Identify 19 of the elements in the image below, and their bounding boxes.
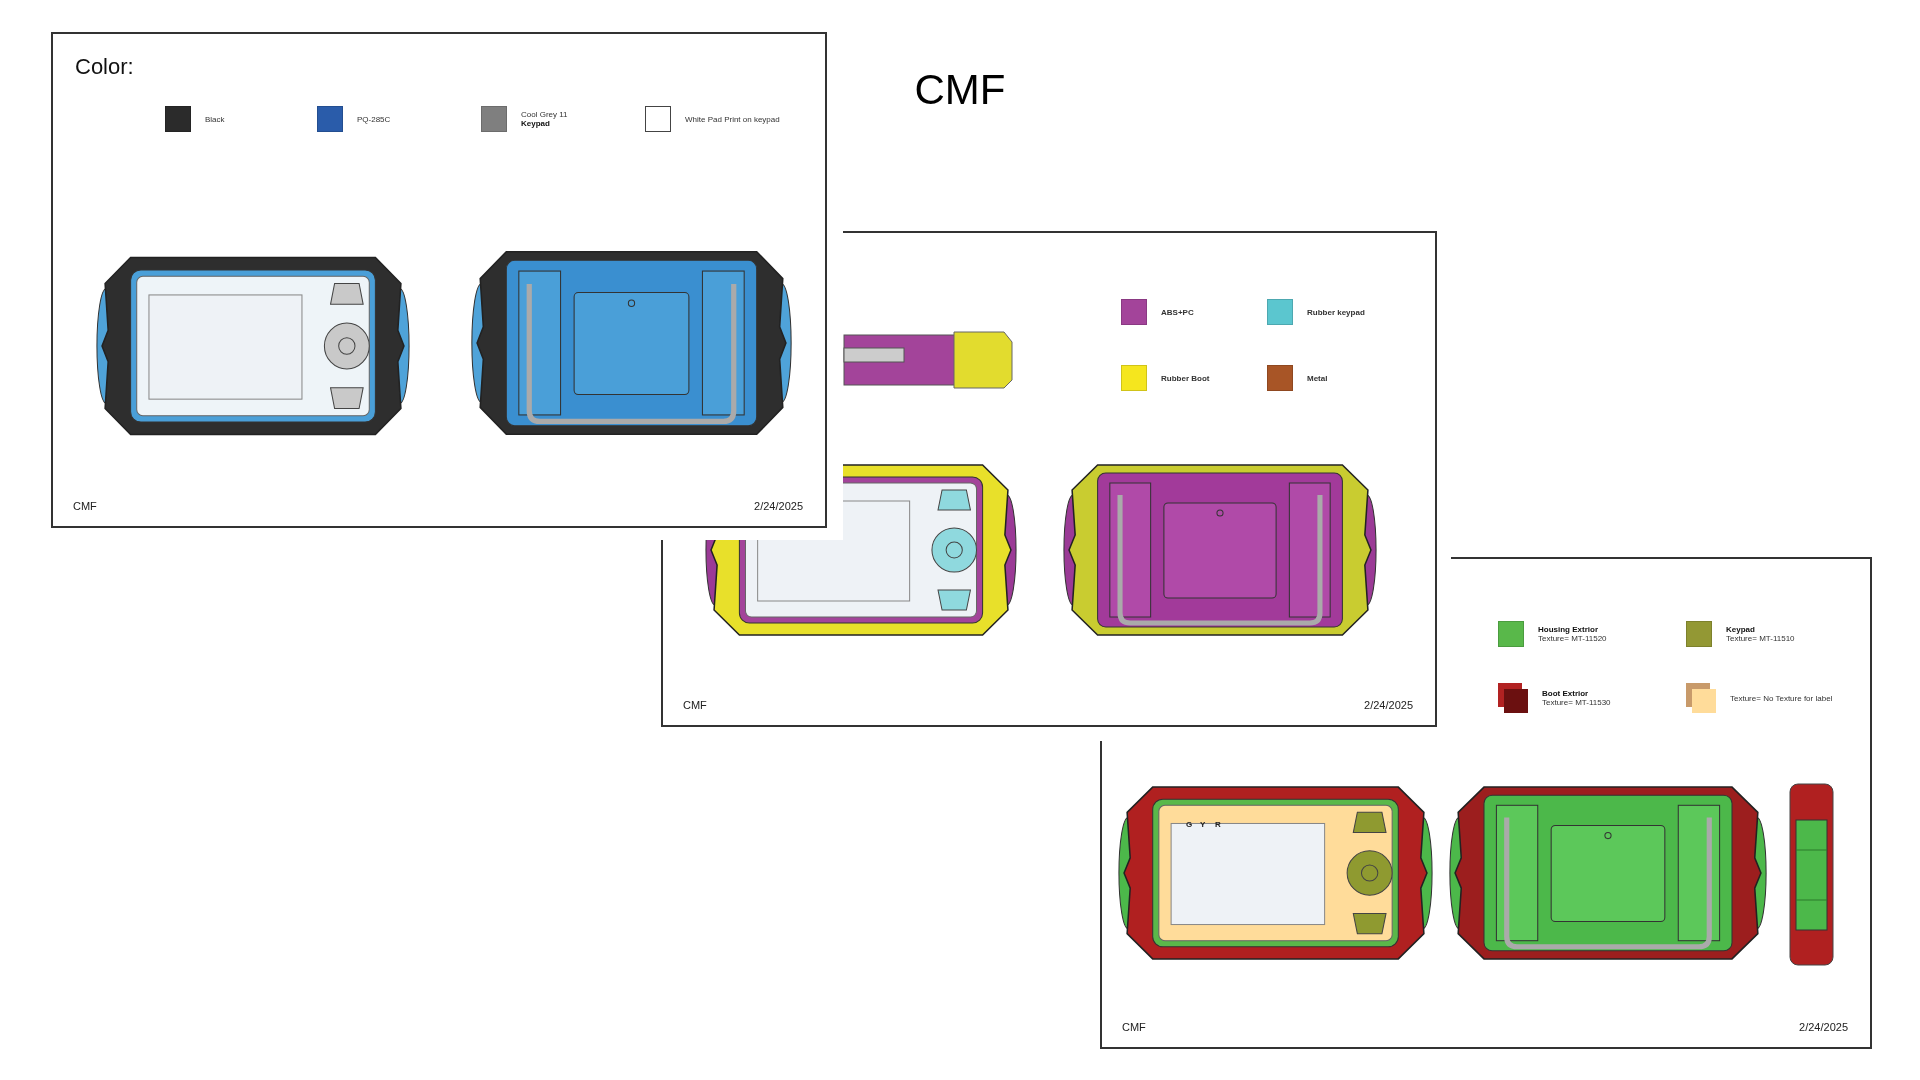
legend-text: Rubber keypad — [1307, 307, 1365, 317]
legend-text: Metal — [1307, 373, 1328, 383]
legend-text: PQ-285C — [357, 114, 391, 124]
legend-text: White Pad Print on keypad — [685, 114, 780, 124]
slide-footer: CMF — [1122, 1021, 1146, 1033]
title: CMF — [913, 66, 1007, 114]
legend-text: Texture= No Texture for label — [1730, 693, 1833, 703]
slide-heading: Color: — [75, 54, 134, 80]
legend-text: Boot Extrior Texture= MT-11530 — [1542, 689, 1611, 707]
legend-text: Housing Extrior Texture= MT-11520 — [1538, 625, 1607, 643]
legend-text: Rubber Boot — [1161, 373, 1210, 383]
legend-text: ABS+PC — [1161, 307, 1194, 317]
slide-date: 2/24/2025 — [1364, 699, 1413, 711]
slide-date: 2/24/2025 — [1799, 1021, 1848, 1033]
legend-text: Black — [205, 114, 225, 124]
legend-text: Keypad Texture= MT-11510 — [1726, 625, 1795, 643]
slide-footer: CMF — [73, 500, 97, 512]
slide-footer: CMF — [683, 699, 707, 711]
legend-text: Cool Grey 11 Keypad — [521, 110, 568, 128]
